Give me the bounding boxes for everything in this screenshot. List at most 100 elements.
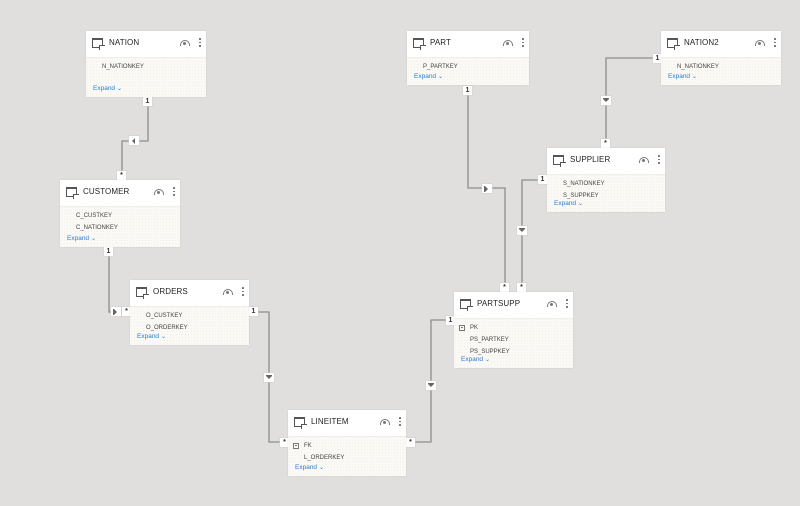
more-options-icon[interactable] <box>774 38 776 48</box>
table-header[interactable]: NATION2 <box>661 31 781 58</box>
visibility-eye-icon[interactable] <box>503 40 513 46</box>
table-icon <box>667 38 680 50</box>
chevron-down-icon: ⌄ <box>485 357 491 363</box>
visibility-eye-icon[interactable] <box>223 289 233 295</box>
table-header[interactable]: CUSTOMER <box>60 180 180 207</box>
more-options-icon[interactable] <box>566 299 568 309</box>
field-row[interactable]: C_CUSTKEY <box>76 213 113 219</box>
cardinality-many-marker[interactable]: * <box>601 139 610 148</box>
filter-direction-down-icon[interactable] <box>517 226 527 235</box>
measure-row[interactable]: FK <box>288 440 406 452</box>
table-card-nation2[interactable]: NATION2 N_NATIONKEY Expand⌄ <box>661 31 781 85</box>
field-row[interactable]: L_ORDERKEY <box>304 455 345 461</box>
cardinality-one-marker[interactable]: 1 <box>653 54 662 63</box>
table-card-partsupp[interactable]: PARTSUPP PK PS_PARTKEY PS_SUPPKEY Expand… <box>454 292 573 368</box>
cardinality-many-marker[interactable]: * <box>406 438 415 447</box>
visibility-eye-icon[interactable] <box>380 419 390 425</box>
field-row[interactable]: S_SUPPKEY <box>563 193 599 199</box>
filter-direction-down-icon[interactable] <box>601 96 611 105</box>
chevron-down-icon: ⌄ <box>319 465 325 471</box>
chevron-down-icon: ⌄ <box>692 74 698 80</box>
expand-button[interactable]: Expand⌄ <box>461 356 491 363</box>
table-title: SUPPLIER <box>570 155 611 164</box>
table-card-customer[interactable]: CUSTOMER C_CUSTKEY C_NATIONKEY Expand⌄ <box>60 180 180 247</box>
table-card-part[interactable]: PART P_PARTKEY Expand⌄ <box>407 31 529 85</box>
field-row[interactable]: S_NATIONKEY <box>563 181 605 187</box>
measure-icon <box>293 443 299 449</box>
field-row[interactable]: O_CUSTKEY <box>146 313 183 319</box>
chevron-down-icon: ⌄ <box>161 334 167 340</box>
table-title: CUSTOMER <box>83 187 130 196</box>
table-icon <box>460 299 473 311</box>
table-icon <box>136 287 149 299</box>
visibility-eye-icon[interactable] <box>755 40 765 46</box>
expand-button[interactable]: Expand⌄ <box>668 73 698 80</box>
filter-direction-right-icon[interactable] <box>111 307 121 316</box>
visibility-eye-icon[interactable] <box>180 40 190 46</box>
cardinality-many-marker[interactable]: * <box>500 283 509 292</box>
filter-direction-left-icon[interactable] <box>129 136 139 145</box>
field-row[interactable]: N_NATIONKEY <box>102 64 144 70</box>
filter-direction-down-icon[interactable] <box>426 381 436 390</box>
table-card-nation[interactable]: NATION N_NATIONKEY Expand⌄ <box>86 31 206 97</box>
more-options-icon[interactable] <box>199 38 201 48</box>
table-title: ORDERS <box>153 287 188 296</box>
table-icon <box>92 38 105 50</box>
visibility-eye-icon[interactable] <box>639 157 649 163</box>
chevron-down-icon: ⌄ <box>578 201 584 207</box>
cardinality-one-marker[interactable]: 1 <box>104 247 113 256</box>
more-options-icon[interactable] <box>399 417 401 427</box>
table-title: NATION2 <box>684 38 719 47</box>
cardinality-one-marker[interactable]: 1 <box>538 175 547 184</box>
filter-direction-down-icon[interactable] <box>264 373 274 382</box>
measure-row[interactable]: PK <box>454 322 573 334</box>
table-header[interactable]: PART <box>407 31 529 58</box>
table-card-supplier[interactable]: SUPPLIER S_NATIONKEY S_SUPPKEY Expand⌄ <box>547 148 665 212</box>
filter-direction-right-icon[interactable] <box>482 184 492 193</box>
table-header[interactable]: LINEITEM <box>288 410 406 437</box>
table-icon <box>413 38 426 50</box>
table-header[interactable]: PARTSUPP <box>454 292 573 319</box>
visibility-eye-icon[interactable] <box>154 189 164 195</box>
cardinality-one-marker[interactable]: 1 <box>463 86 472 95</box>
table-title: PARTSUPP <box>477 299 521 308</box>
cardinality-many-marker[interactable]: * <box>117 171 126 180</box>
more-options-icon[interactable] <box>658 155 660 165</box>
field-row[interactable]: O_ORDERKEY <box>146 325 188 331</box>
cardinality-many-marker[interactable]: * <box>280 438 289 447</box>
chevron-down-icon: ⌄ <box>91 236 97 242</box>
table-header[interactable]: SUPPLIER <box>547 148 665 175</box>
more-options-icon[interactable] <box>522 38 524 48</box>
table-title: NATION <box>109 38 140 47</box>
more-options-icon[interactable] <box>173 187 175 197</box>
table-title: PART <box>430 38 451 47</box>
expand-button[interactable]: Expand⌄ <box>137 333 167 340</box>
field-row[interactable]: PS_SUPPKEY <box>470 349 510 355</box>
cardinality-many-marker[interactable]: * <box>122 307 131 316</box>
expand-button[interactable]: Expand⌄ <box>67 235 97 242</box>
expand-button[interactable]: Expand⌄ <box>554 200 584 207</box>
field-row[interactable]: C_NATIONKEY <box>76 225 118 231</box>
cardinality-one-marker[interactable]: 1 <box>446 316 455 325</box>
field-row[interactable]: PS_PARTKEY <box>470 337 509 343</box>
cardinality-one-marker[interactable]: 1 <box>249 307 258 316</box>
table-card-orders[interactable]: ORDERS O_CUSTKEY O_ORDERKEY Expand⌄ <box>130 280 249 345</box>
table-header[interactable]: ORDERS <box>130 280 249 307</box>
more-options-icon[interactable] <box>242 287 244 297</box>
table-icon <box>66 187 79 199</box>
table-icon <box>553 155 566 167</box>
table-card-lineitem[interactable]: LINEITEM FK L_ORDERKEY Expand⌄ <box>288 410 406 476</box>
table-header[interactable]: NATION <box>86 31 206 58</box>
expand-button[interactable]: Expand⌄ <box>414 73 444 80</box>
expand-button[interactable]: Expand⌄ <box>295 464 325 471</box>
field-row[interactable]: N_NATIONKEY <box>677 64 719 70</box>
table-icon <box>294 417 307 429</box>
measure-icon <box>459 325 465 331</box>
field-row[interactable]: P_PARTKEY <box>423 64 458 70</box>
visibility-eye-icon[interactable] <box>547 301 557 307</box>
cardinality-many-marker[interactable]: * <box>517 283 526 292</box>
cardinality-one-marker[interactable]: 1 <box>143 97 152 106</box>
expand-button[interactable]: Expand⌄ <box>93 85 123 92</box>
chevron-down-icon: ⌄ <box>438 74 444 80</box>
